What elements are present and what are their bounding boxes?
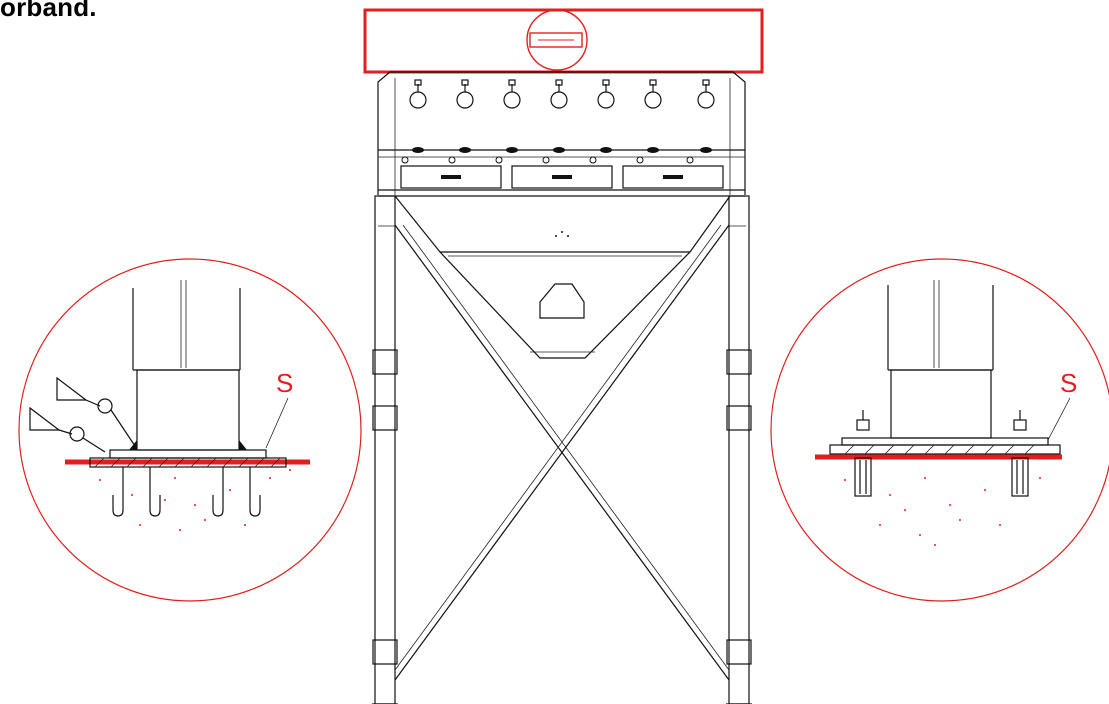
right-detail-label: S	[1060, 368, 1077, 398]
pulse-valves	[409, 79, 715, 109]
right-detail-bolted-base: S	[770, 258, 1109, 602]
support-legs	[372, 195, 752, 704]
access-doors	[400, 165, 724, 189]
fittings-row	[401, 147, 712, 164]
page-title: orband.	[0, 0, 97, 22]
left-detail-welded-base: S	[18, 258, 362, 602]
cross-bracing	[394, 224, 730, 681]
top-hood-highlight	[363, 8, 764, 74]
hopper	[394, 195, 731, 359]
dust-collector-frame	[363, 8, 764, 704]
left-detail-label: S	[276, 368, 293, 398]
